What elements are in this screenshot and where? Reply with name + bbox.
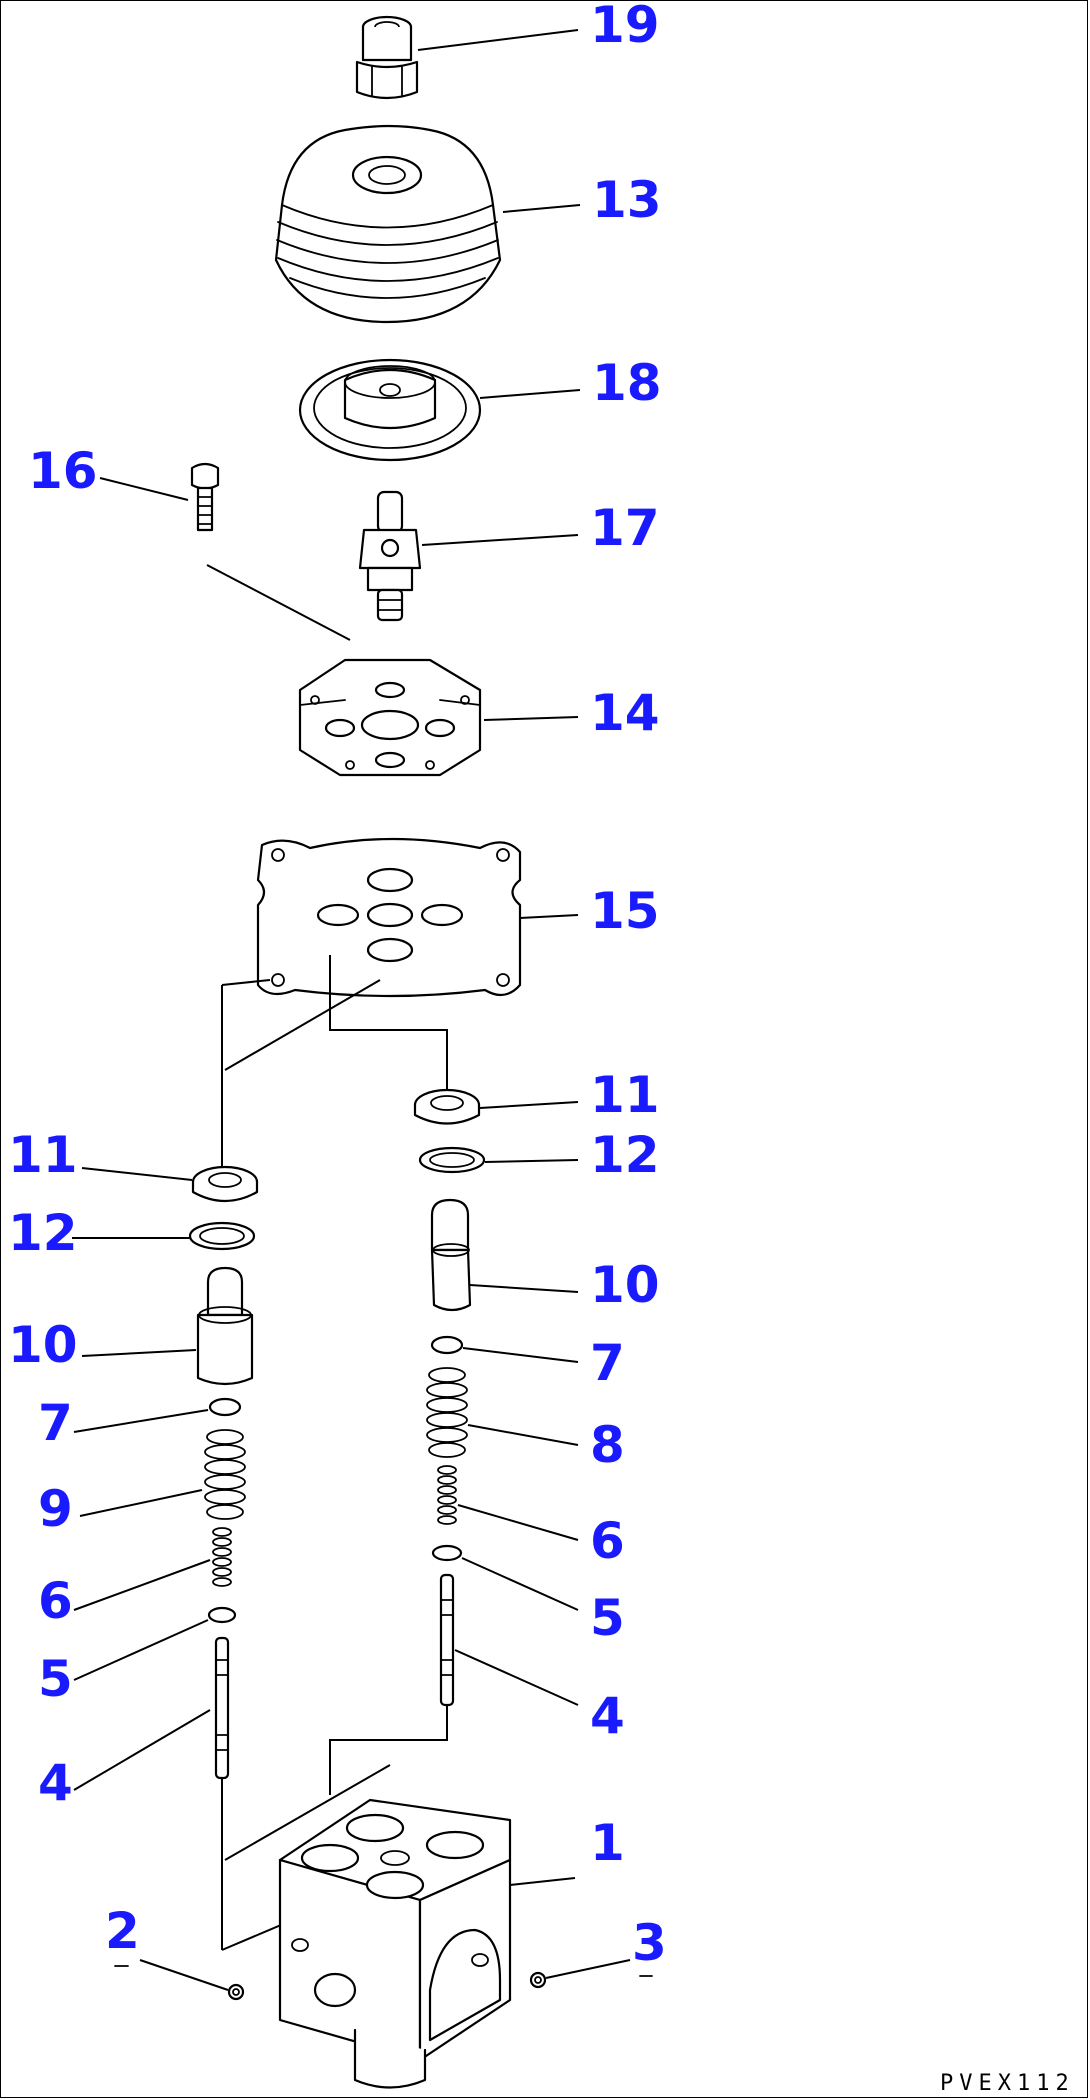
leader-5-left — [73, 1619, 209, 1681]
callout-5-right: 5 — [590, 1589, 625, 1647]
part-12-ring-left — [188, 1221, 256, 1251]
leader-4-right — [454, 1649, 579, 1706]
callout-19: 19 — [590, 0, 660, 54]
callout-8: 8 — [590, 1416, 625, 1474]
callout-18: 18 — [592, 354, 662, 412]
callout-15: 15 — [590, 882, 660, 940]
part-4-spool-right — [439, 1573, 455, 1707]
part-19-nut — [355, 15, 419, 100]
axis-left-link — [221, 979, 271, 986]
part-18-plate — [298, 358, 482, 462]
part-10-piston-left — [196, 1266, 254, 1386]
leader-5-right — [461, 1557, 579, 1611]
callout-5-left: 5 — [38, 1650, 73, 1708]
leader-10-right — [469, 1284, 579, 1293]
part-13-boot — [274, 124, 502, 324]
part-6-spring-left — [212, 1527, 232, 1587]
part-6-spring-right — [437, 1465, 457, 1525]
part-10-piston-right — [430, 1198, 472, 1312]
leader-11-left — [81, 1167, 193, 1181]
part-12-ring-right — [418, 1146, 486, 1174]
part-16-bolt — [190, 462, 220, 532]
leader-6-right — [457, 1504, 579, 1541]
leader-16-axis — [206, 564, 351, 641]
part-1-valve-body — [278, 1798, 512, 2089]
part-17-joint — [358, 490, 422, 622]
callout-7-left: 7 — [38, 1394, 73, 1452]
callout-1: 1 — [590, 1814, 625, 1872]
callout-2: 2 — [105, 1902, 140, 1960]
part-9-spring-left — [204, 1429, 246, 1520]
callout-4-left: 4 — [38, 1754, 73, 1812]
leader-11-right — [479, 1101, 579, 1109]
callout-11-right: 11 — [590, 1066, 660, 1124]
leader-9 — [79, 1489, 203, 1517]
part-3-plug — [529, 1971, 547, 1989]
callout-17: 17 — [590, 499, 660, 557]
axis-diagonal — [224, 979, 381, 1071]
leader-8 — [467, 1424, 579, 1446]
leader-16 — [99, 477, 189, 501]
leader-1 — [509, 1877, 576, 1886]
part-8-spring-right — [426, 1367, 468, 1458]
callout-4-right: 4 — [590, 1687, 625, 1745]
callout-6-right: 6 — [590, 1512, 625, 1570]
callout-10-left: 10 — [8, 1316, 78, 1374]
axis-diagonal-lower — [224, 1764, 391, 1861]
leader-2 — [139, 1959, 229, 1991]
leader-3 — [545, 1959, 631, 1979]
leader-7-right — [462, 1347, 579, 1363]
part-7-washer-right — [430, 1335, 464, 1355]
callout-11-left: 11 — [8, 1126, 78, 1184]
part-11-seal-right — [413, 1088, 481, 1125]
part-15-gasket — [256, 837, 522, 998]
callout-6-left: 6 — [38, 1572, 73, 1630]
callout-12-right: 12 — [590, 1126, 660, 1184]
part-14-plate — [298, 658, 482, 777]
leader-10-left — [81, 1349, 197, 1357]
callout-12-left: 12 — [8, 1204, 78, 1262]
part-5-washer-left — [207, 1606, 237, 1624]
leader-19 — [417, 29, 579, 51]
callout-13: 13 — [592, 171, 662, 229]
leader-13 — [502, 204, 581, 213]
part-5-washer-right — [431, 1544, 463, 1562]
leader-6-left — [73, 1559, 211, 1611]
callout-10-right: 10 — [590, 1256, 660, 1314]
leader-15 — [519, 914, 579, 919]
callout-14: 14 — [590, 684, 660, 742]
callout-9: 9 — [38, 1480, 73, 1538]
axis-right-upper — [329, 955, 448, 1090]
leader-7-left — [73, 1409, 209, 1433]
part-7-washer-left — [208, 1397, 242, 1417]
leader-14 — [483, 716, 579, 721]
callout-3: 3 — [632, 1914, 667, 1972]
axis-right-lower — [329, 1705, 448, 1795]
callout-16: 16 — [28, 442, 98, 500]
part-2-plug — [227, 1983, 245, 2001]
part-4-spool-left — [214, 1636, 230, 1780]
leader-4-left — [73, 1709, 211, 1791]
drawing-code: PVEX112 — [940, 2071, 1075, 2096]
leader-12-right — [484, 1159, 579, 1163]
part-11-seal-left — [191, 1165, 259, 1202]
leader-18 — [479, 389, 581, 399]
leader-17 — [421, 534, 579, 546]
callout-7-right: 7 — [590, 1334, 625, 1392]
